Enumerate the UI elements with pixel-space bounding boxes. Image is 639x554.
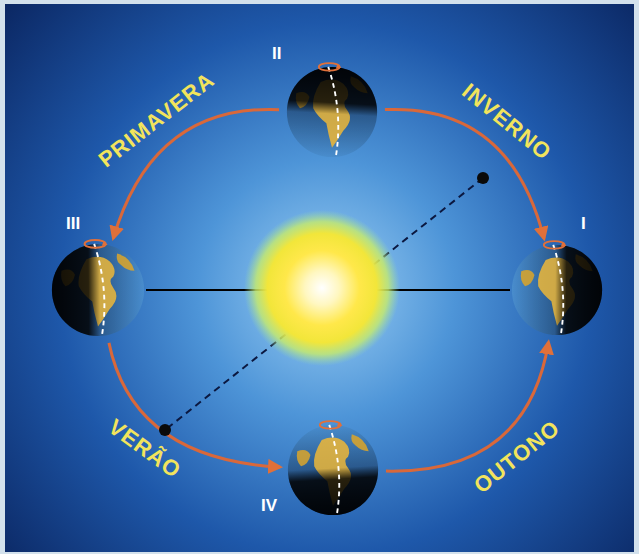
season-label: VERÃO <box>103 415 186 485</box>
earth-globe: I <box>510 243 604 337</box>
earth-drawing <box>286 423 380 517</box>
solstice-dot <box>159 424 171 436</box>
earth-globe: II <box>285 65 379 159</box>
position-number: IV <box>261 496 277 516</box>
position-number: III <box>66 214 80 234</box>
season-label: OUTONO <box>469 415 565 499</box>
position-number: I <box>581 214 586 234</box>
position-number: II <box>272 44 281 64</box>
earth-drawing <box>510 243 604 337</box>
earth-globe: IV <box>286 423 380 517</box>
solstice-dot <box>477 172 489 184</box>
dashed-axis-line <box>165 178 483 430</box>
earth-drawing <box>50 242 146 338</box>
background-panel: IIIIIIIVINVERNOPRIMAVERAVERÃOOUTONO <box>5 4 634 552</box>
season-label: INVERNO <box>457 78 557 166</box>
sun <box>244 210 400 366</box>
earth-drawing <box>285 65 379 159</box>
earth-globe: III <box>50 242 146 338</box>
